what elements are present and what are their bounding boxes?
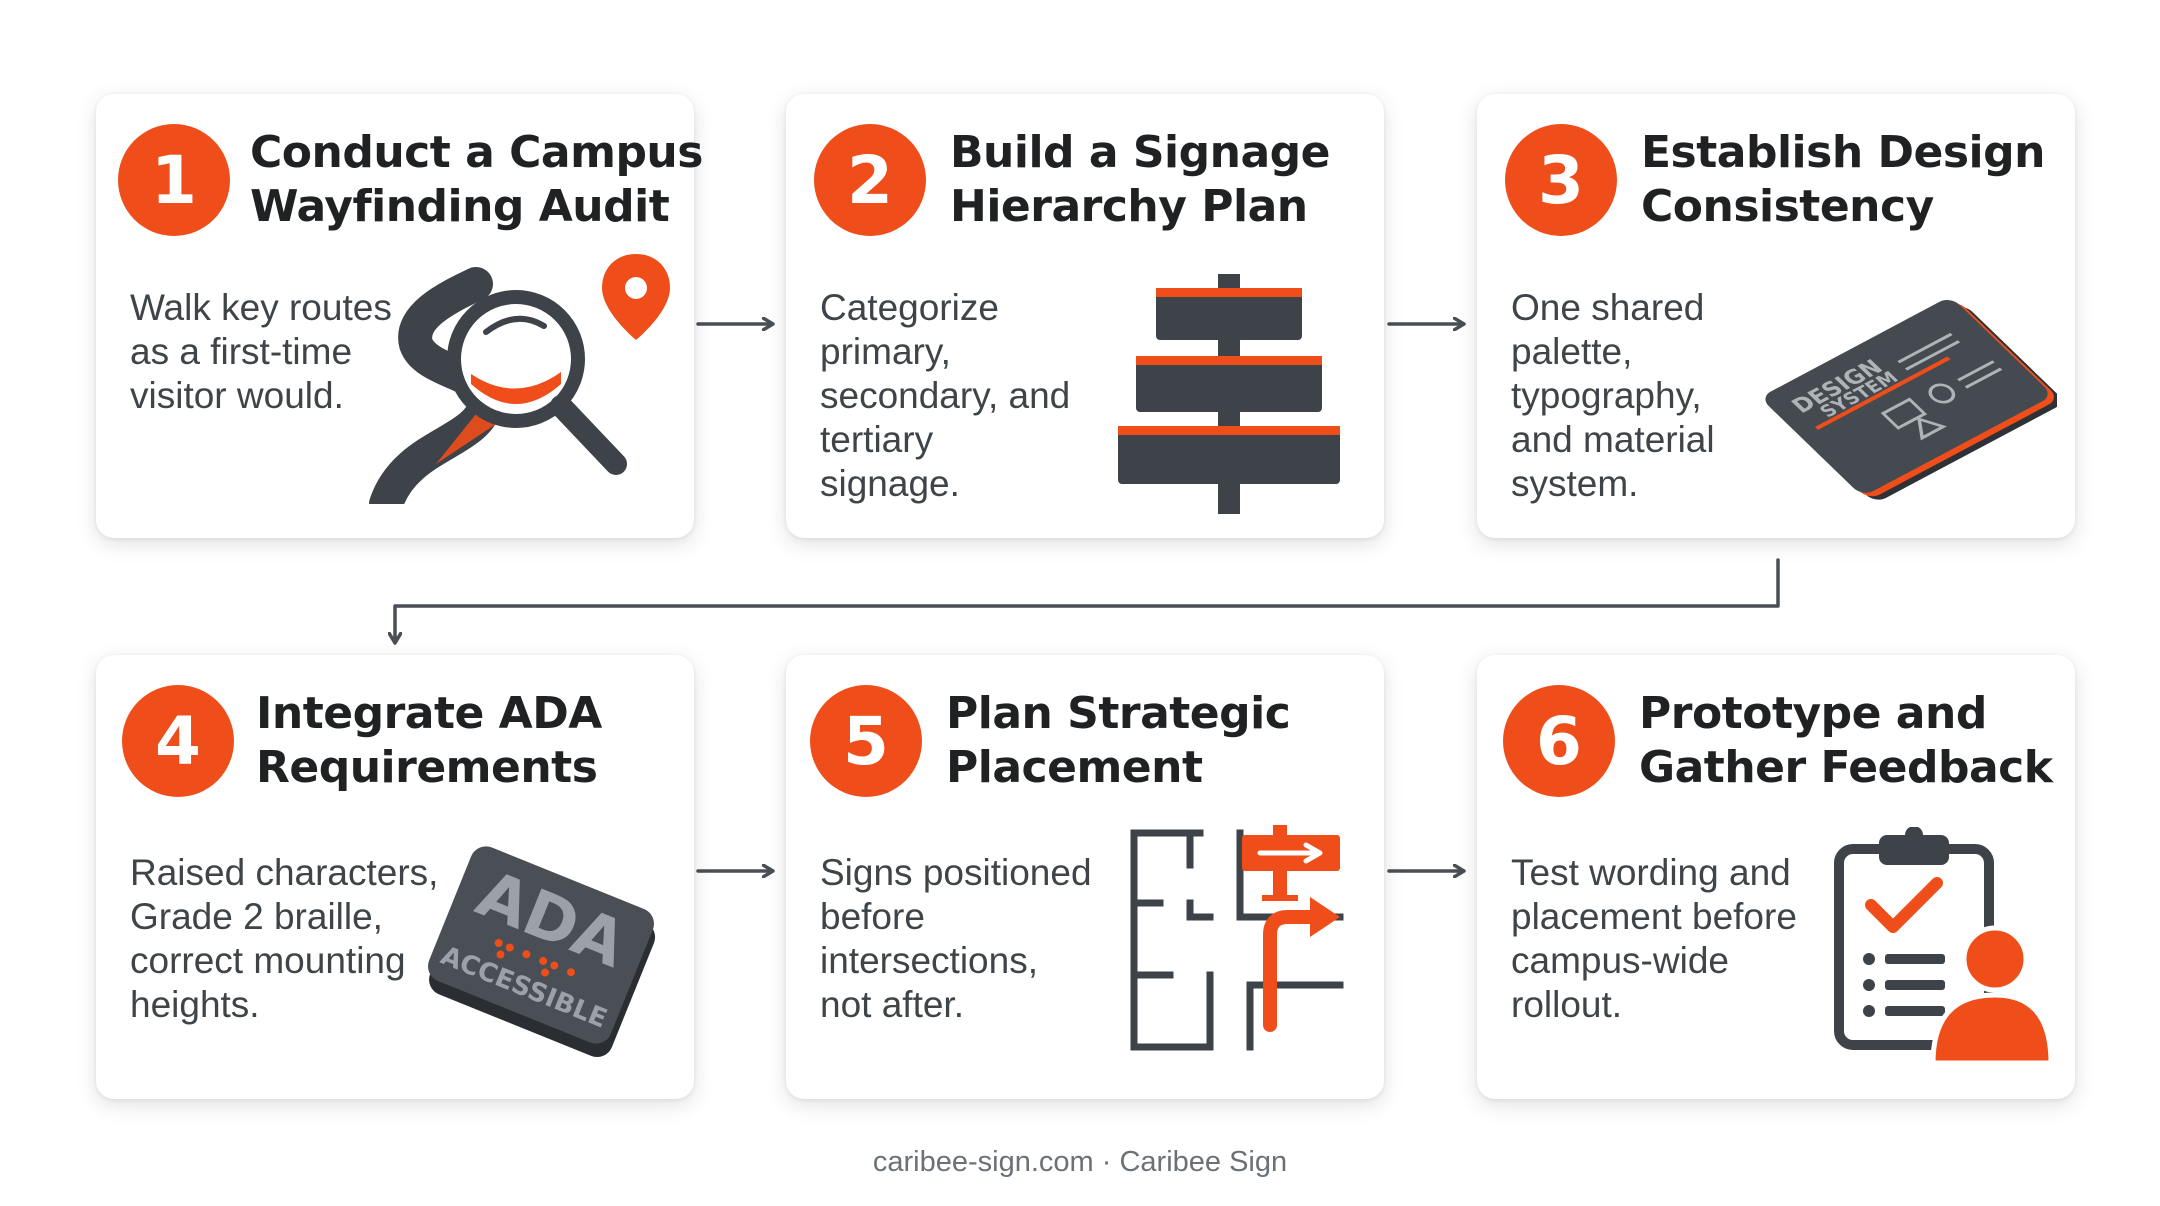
footer-credit: caribee-sign.com · Caribee Sign	[872, 1146, 1288, 1178]
step-title: Establish Design Consistency	[1641, 127, 2045, 232]
step-number-badge: 5	[810, 685, 922, 797]
clipboard-user-icon	[1834, 827, 2053, 1063]
step-number-badge: 3	[1505, 124, 1617, 236]
step-description: Test wording and placement before campus…	[1511, 852, 1797, 1025]
arrow-3-to-4	[395, 558, 1780, 642]
step-description: Categorize primary, secondary, and terti…	[820, 287, 1071, 504]
design-system-tile-icon: DESIGN SYSTEM	[1765, 299, 2057, 500]
ada-sign-icon: ADA ACCESSIBLE	[427, 846, 656, 1058]
step-number-badge: 4	[122, 685, 234, 797]
step-number-badge: 6	[1503, 685, 1615, 797]
step-card-3: 3 Establish Design Consistency One share…	[1477, 94, 2075, 538]
step-title: Integrate ADA Requirements	[256, 688, 602, 793]
step-title: Plan Strategic Placement	[946, 688, 1291, 793]
step-number-badge: 1	[118, 124, 230, 236]
step-title: Conduct a Campus Wayfinding Audit	[250, 127, 703, 232]
floor-plan-arrow-icon	[1130, 825, 1344, 1051]
step-number-badge: 2	[814, 124, 926, 236]
stacked-signs-icon	[1118, 274, 1340, 514]
step-card-4: 4 Integrate ADA Requirements Raised char…	[96, 655, 694, 1099]
step-title: Build a Signage Hierarchy Plan	[950, 127, 1330, 232]
step-description: Walk key routes as a first-time visitor …	[130, 287, 392, 416]
step-card-5: 5 Plan Strategic Placement Signs positio…	[786, 655, 1384, 1099]
step-card-2: 2 Build a Signage Hierarchy Plan Categor…	[786, 94, 1384, 538]
step-card-6: 6 Prototype and Gather Feedback Test wor…	[1477, 655, 2075, 1099]
step-card-1: 1 Conduct a Campus Wayfinding Audit Walk…	[96, 94, 703, 538]
step-description: Raised characters, Grade 2 braille, corr…	[130, 852, 439, 1025]
step-title: Prototype and Gather Feedback	[1639, 688, 2053, 793]
step-description: One shared palette, typography, and mate…	[1511, 287, 1715, 504]
magnifier-map-pin-icon	[369, 254, 670, 504]
step-description: Signs positioned before intersections, n…	[820, 852, 1092, 1025]
